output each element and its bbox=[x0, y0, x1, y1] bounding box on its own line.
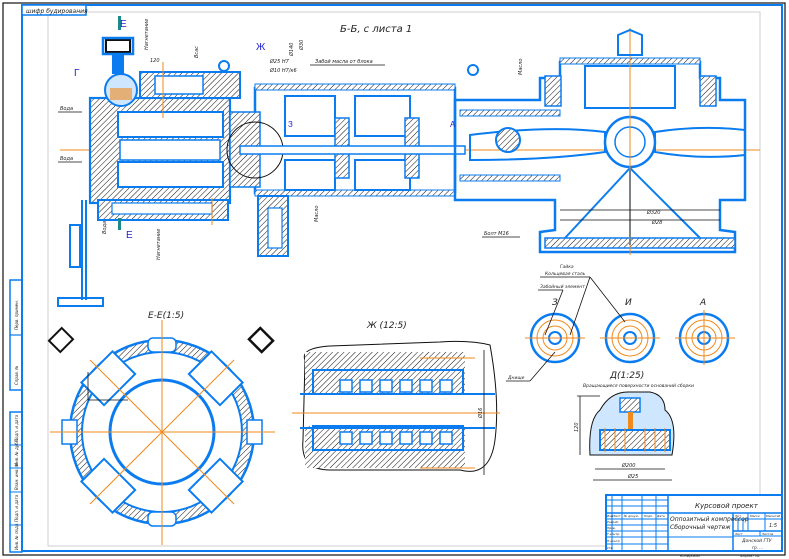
tb-col-date: Дата bbox=[656, 514, 665, 518]
dim-height: 120 bbox=[574, 422, 580, 432]
dim-base-bolt: Болт М16 bbox=[484, 231, 509, 237]
view-z-label: З bbox=[552, 298, 558, 308]
tb-row: Н.контр. bbox=[607, 539, 620, 543]
side-strip: Перв. примен. Справ. № Подп. и дата Инв.… bbox=[9, 279, 23, 553]
crankcase bbox=[453, 28, 747, 255]
tb-copy: Копировал bbox=[680, 554, 701, 558]
tb-scale-value: 1:5 bbox=[769, 523, 777, 529]
tolerance-1: Ø10 Н7/к6 bbox=[269, 67, 297, 74]
leader-oil: Масло bbox=[518, 59, 524, 75]
section-e-e: Е-Е(1:5) bbox=[47, 311, 275, 545]
leader-discharge-top: Нагнетание bbox=[144, 19, 150, 50]
leader-suction: Всас bbox=[194, 46, 200, 58]
dim-top-2: Ø30 bbox=[298, 40, 305, 51]
detail-d: Д(1:25) Вращающиеся поверхности основани… bbox=[574, 371, 694, 481]
packing-rings bbox=[339, 379, 453, 445]
leader-bottom: Днище bbox=[507, 375, 525, 381]
dim-ref: Ø25 Н7 bbox=[269, 58, 290, 65]
strip-label: Подп. и дата bbox=[14, 494, 19, 522]
strip-label: Взам. инв. № bbox=[14, 463, 19, 490]
tb-col-sign: Подп. bbox=[644, 514, 653, 518]
strip-label: Инв. № подл. bbox=[14, 522, 19, 550]
dim-d1: Ø200 bbox=[621, 462, 635, 469]
view-marker-a: А bbox=[450, 120, 456, 129]
leader-water-bottom: Вода bbox=[102, 221, 108, 234]
tb-sheet-label: Лист bbox=[734, 532, 743, 536]
section-marker-e-bottom: Е bbox=[126, 230, 133, 241]
valve-view-z bbox=[525, 312, 585, 364]
title-block-name-2: Сборочный чертеж bbox=[670, 524, 731, 531]
valve-assembly bbox=[101, 16, 138, 107]
view-a-label: А bbox=[699, 298, 706, 308]
tb-sheets-label: Листов bbox=[761, 532, 773, 536]
strip-label: Справ. № bbox=[14, 366, 19, 385]
detail-d-caption: Вращающиеся поверхности оснований сборки bbox=[583, 383, 694, 389]
leader-water-mid: Вода bbox=[60, 156, 73, 162]
tb-org-1: Донской ГТУ bbox=[741, 538, 772, 544]
section-marker-bar bbox=[118, 218, 121, 230]
valve-view-i bbox=[600, 312, 660, 364]
tb-row: Пров. bbox=[607, 526, 616, 530]
stamp-text: шифр будирования bbox=[26, 8, 88, 15]
dim-top-1: Ø140 bbox=[288, 43, 295, 57]
tb-col-doc: № докум. bbox=[623, 514, 639, 518]
view-i-label: И bbox=[625, 298, 632, 308]
leader-tab: Забойный элемент bbox=[540, 284, 585, 290]
title-block: Курсовой проект Оппозитный компрессор Сб… bbox=[605, 494, 783, 558]
strip-label: Подп. и дата bbox=[14, 414, 19, 442]
top-left-stamp: шифр будирования bbox=[21, 4, 88, 16]
section-e-title: Е-Е(1:5) bbox=[148, 311, 184, 321]
dim-width: 120 bbox=[150, 58, 160, 64]
leader-oil-bottom: Масло bbox=[314, 206, 320, 222]
leader-water-top: Вода bbox=[60, 106, 73, 112]
dim-r2: Ø28 bbox=[651, 219, 662, 226]
section-marker-e-top: Е bbox=[120, 19, 127, 30]
tb-col-list: Лист bbox=[612, 514, 621, 518]
title-block-name-1: Оппозитный компрессор bbox=[670, 516, 749, 523]
detail-d-title: Д(1:25) bbox=[609, 371, 644, 381]
support-leg bbox=[57, 200, 104, 307]
left-cylinder bbox=[88, 62, 241, 225]
view-marker-z: З bbox=[288, 120, 293, 129]
tb-mass-header: Масса bbox=[750, 514, 760, 518]
dim-r1: Ø320 bbox=[646, 209, 660, 216]
tb-row: Т.контр. bbox=[607, 532, 620, 536]
dim-zh: Ø16 bbox=[477, 408, 484, 419]
tb-format: Формат А1 bbox=[740, 554, 760, 558]
leader-ring: Кольцевая сталь bbox=[545, 271, 586, 277]
strip-label: Перв. примен. bbox=[14, 300, 19, 330]
tb-org-2: гр. ... bbox=[752, 545, 763, 550]
note-pipe: Забой масла от блока bbox=[315, 59, 373, 65]
detail-zh-title: Ж (12:5) bbox=[366, 321, 407, 331]
leader-nut: Гайка bbox=[560, 264, 574, 270]
leader-discharge-bottom: Нагнетание bbox=[156, 229, 162, 260]
strip-label: Инв. № дубл. bbox=[14, 439, 19, 466]
tb-lit-header: Лит. bbox=[734, 514, 742, 518]
detail-zh: Ж (12:5) Ø16 bbox=[292, 321, 500, 475]
dim-d2: Ø25 bbox=[627, 473, 638, 480]
tb-row: Утв. bbox=[607, 546, 613, 550]
main-section-view: Б-Б, с листа 1 bbox=[57, 16, 760, 307]
tb-row: Разраб. bbox=[607, 520, 619, 524]
middle-body bbox=[218, 60, 479, 257]
tb-scale-header: Масштаб bbox=[766, 514, 780, 518]
valve-view-a bbox=[675, 310, 735, 365]
main-view-title: Б-Б, с листа 1 bbox=[340, 24, 412, 35]
detail-marker-g: Г bbox=[74, 68, 80, 79]
valve-views: З И А Забойный элемент Гайка bbox=[506, 264, 735, 382]
title-block-project: Курсовой проект bbox=[695, 502, 759, 510]
detail-marker-zh: Ж bbox=[256, 42, 266, 53]
tb-col-izm: Изм bbox=[607, 514, 614, 518]
valve-plates bbox=[599, 428, 671, 452]
